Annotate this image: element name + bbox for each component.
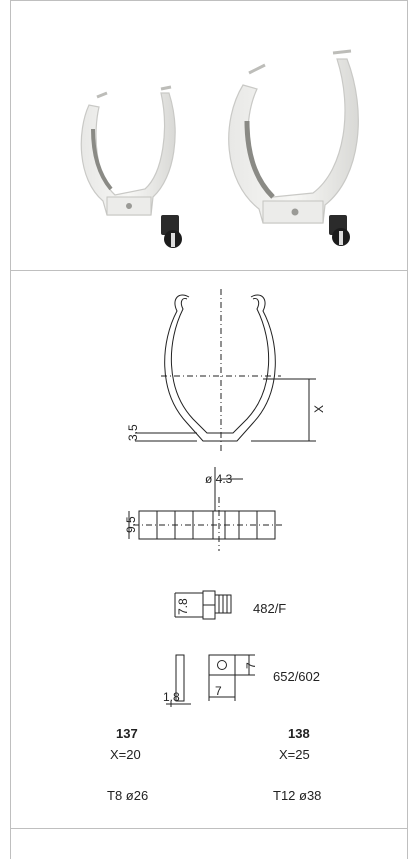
screw-view (174, 590, 232, 620)
variant-x: X=20 (110, 747, 141, 762)
screw-nut-small-icon (161, 215, 182, 248)
nut-thickness-label: 1.8 (163, 690, 180, 704)
nut-width-label: 7 (215, 684, 222, 698)
technical-drawing: 3.5 X ø 4.3 9.5 7.8 482/F 1.8 7 7 652/60… (124, 289, 326, 707)
variant-tube: T8 ø26 (107, 788, 149, 803)
variant-x: X=25 (279, 747, 310, 762)
divider-top (10, 0, 408, 1)
nut-height-label: 7 (244, 662, 258, 669)
spec-sheet-frame (10, 0, 408, 859)
screw-nut-large-icon (329, 215, 350, 246)
divider-photo (10, 270, 408, 271)
base-block-view (128, 467, 283, 551)
divider-bottom (10, 828, 408, 829)
photo-panel (11, 1, 407, 270)
variant-tube: T12 ø38 (273, 788, 322, 803)
clip-front-view (135, 289, 316, 453)
nut-code: 652/602 (273, 669, 320, 684)
variant-code: 137 (116, 726, 138, 741)
clip-height-label: 3.5 (126, 424, 140, 441)
tube-clip-large-icon (228, 49, 359, 224)
product-photo (80, 49, 359, 248)
block-height-label: 9.5 (124, 516, 138, 533)
drawing-panel: 3.5 X ø 4.3 9.5 7.8 482/F 1.8 7 7 652/60… (11, 271, 407, 828)
screw-dim-label: 7.8 (176, 598, 190, 615)
nut-plate-view (166, 654, 255, 707)
variant-code: 138 (288, 726, 310, 741)
tube-clip-small-icon (80, 85, 176, 216)
clip-x-label: X (312, 405, 326, 413)
screw-code: 482/F (253, 601, 286, 616)
hole-diameter-label: ø 4.3 (205, 472, 233, 486)
